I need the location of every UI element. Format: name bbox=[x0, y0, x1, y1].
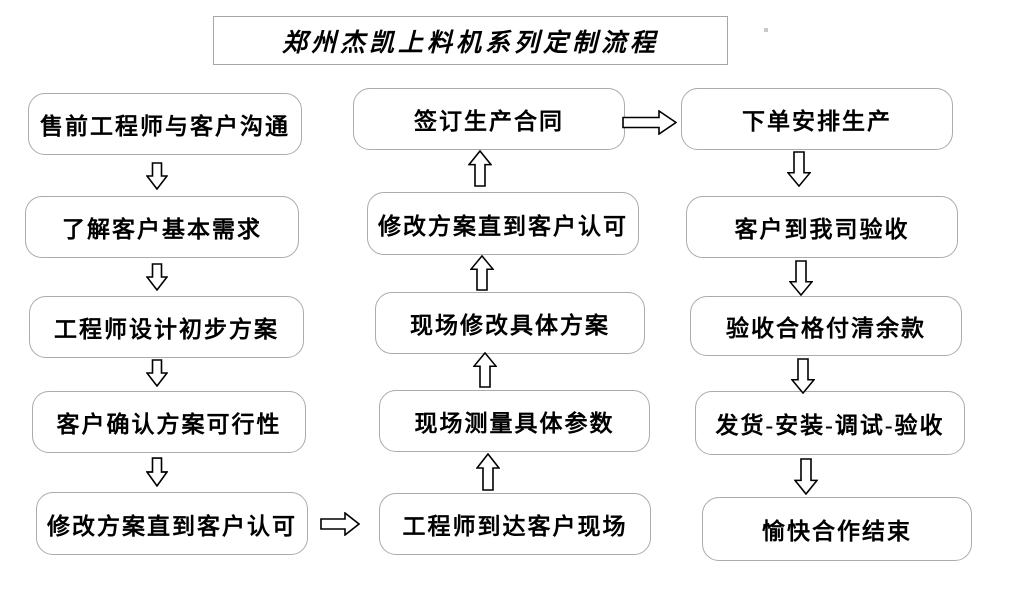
right-arrow-icon bbox=[320, 512, 360, 536]
down-arrow-icon bbox=[787, 151, 811, 187]
flow-box-right-2: 客户到我司验收 bbox=[686, 196, 958, 258]
up-arrow-icon bbox=[470, 255, 494, 291]
down-arrow-icon bbox=[146, 359, 168, 387]
anchor-dot bbox=[764, 28, 768, 32]
flow-box-middle-4: 现场测量具体参数 bbox=[379, 390, 650, 452]
flow-box-left-4: 客户确认方案可行性 bbox=[32, 391, 306, 453]
flow-box-left-5: 修改方案直到客户认可 bbox=[36, 492, 308, 555]
flow-box-right-5: 愉快合作结束 bbox=[702, 497, 972, 561]
up-arrow-icon bbox=[468, 150, 492, 187]
flow-box-middle-2: 修改方案直到客户认可 bbox=[367, 192, 639, 255]
down-arrow-icon bbox=[791, 358, 815, 394]
up-arrow-icon bbox=[473, 352, 497, 388]
flow-box-middle-5: 工程师到达客户现场 bbox=[379, 493, 651, 555]
down-arrow-icon bbox=[789, 260, 813, 296]
right-arrow-icon bbox=[622, 110, 677, 135]
down-arrow-icon bbox=[146, 162, 168, 190]
down-arrow-icon bbox=[146, 263, 168, 291]
flowchart-title: 郑州杰凯上料机系列定制流程 bbox=[213, 16, 728, 65]
flow-box-right-1: 下单安排生产 bbox=[681, 88, 953, 150]
down-arrow-icon bbox=[794, 458, 818, 495]
down-arrow-icon bbox=[146, 457, 168, 487]
up-arrow-icon bbox=[476, 453, 500, 491]
flow-box-right-3: 验收合格付清余款 bbox=[690, 296, 962, 356]
flow-box-left-3: 工程师设计初步方案 bbox=[29, 296, 304, 358]
flow-box-left-1: 售前工程师与客户沟通 bbox=[28, 93, 302, 155]
flow-box-right-4: 发货-安装-调试-验收 bbox=[695, 391, 965, 455]
flow-box-left-2: 了解客户基本需求 bbox=[25, 196, 299, 258]
flow-box-middle-1: 签订生产合同 bbox=[353, 88, 625, 150]
flow-box-middle-3: 现场修改具体方案 bbox=[375, 292, 645, 354]
